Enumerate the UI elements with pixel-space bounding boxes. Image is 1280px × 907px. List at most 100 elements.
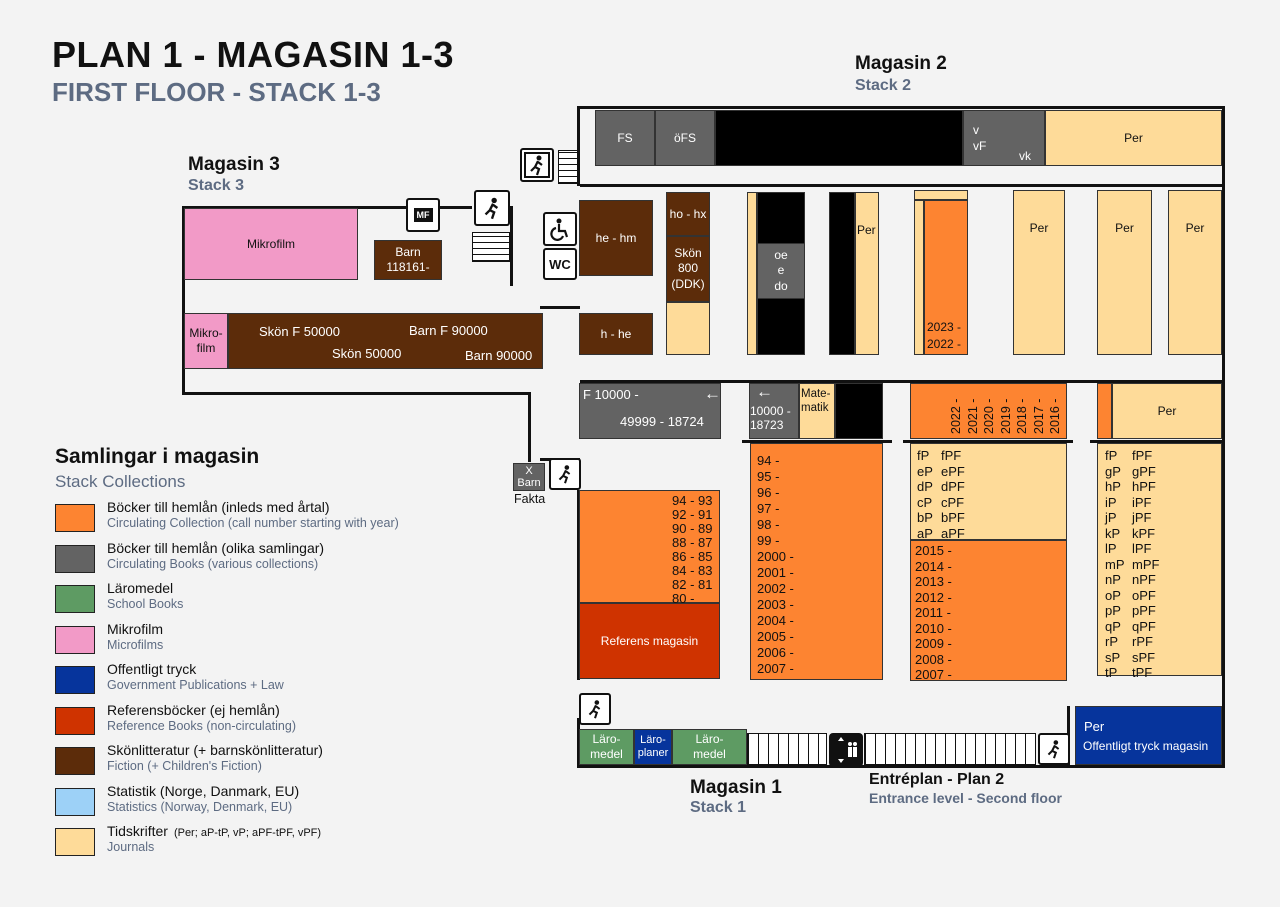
zone-title-magasin-2: Magasin 2 — [855, 53, 947, 74]
shelf-ho-hx: ho - hx — [666, 192, 710, 236]
legend-item-subtitle: Circulating Books (various collections) — [107, 556, 319, 571]
shelf-v-vf: v vF vk — [963, 110, 1045, 166]
legend-swatch — [55, 585, 95, 613]
shelf-black-top — [715, 110, 963, 166]
arrow-left-icon: ← — [756, 382, 773, 401]
shelf-laromedel-1: Läro- medel — [579, 729, 634, 765]
legend-item-title: Böcker till hemlån (olika samlingar) — [107, 539, 325, 556]
emergency-exit-icon — [474, 190, 510, 226]
legend-item-title: Mikrofilm — [107, 620, 163, 637]
label-fakta: Fakta — [514, 492, 546, 506]
shelf-journals-cap — [914, 190, 968, 200]
stairs-bottom-right — [864, 733, 1036, 765]
shelf-skon-800: Skön 800 (DDK) — [666, 236, 710, 302]
label-years-94-2007: 94 - 95 - 96 - 97 - 98 - 99 - 2000 - 200… — [757, 453, 794, 676]
legend-swatch — [55, 504, 95, 532]
zone-subtitle-stack-3: Stack 3 — [188, 177, 245, 194]
shelf-years-2022-2016: 2022 -2021 -2020 -2019 -2018 -2017 -2016… — [910, 383, 1067, 439]
label-offentligt-tryck-magasin: Offentligt tryck magasin — [1083, 739, 1209, 753]
shelf-skon-barn: Skön F 50000 Barn F 90000 Skön 50000 Bar… — [228, 313, 543, 369]
legend-swatch — [55, 625, 95, 654]
shelf-per-1: Per — [1013, 190, 1065, 355]
shelf-per-3: Per — [1168, 190, 1222, 355]
legend-item-title: Statistik (Norge, Danmark, EU) — [107, 782, 300, 799]
year-label: 2020 - — [982, 398, 996, 434]
shelf-ofs: öFS — [655, 110, 715, 166]
shelf-fp-apf: fP eP dP cP bP aP fPF ePF dPF cPF bPF aP… — [910, 443, 1067, 541]
zone-subtitle-stack-1: Stack 1 — [690, 799, 747, 816]
shelf-per-row3: Per — [1112, 383, 1222, 439]
legend-item-title: Skönlitteratur (+ barnskönlitteratur) — [107, 742, 323, 758]
label-barn-f-90000: Barn F 90000 — [409, 323, 488, 338]
shelf-2015-2007: 2015 - 2014 - 2013 - 2012 - 2011 - 2010 … — [910, 540, 1067, 682]
zone-title-magasin-3: Magasin 3 — [188, 154, 280, 175]
legend-item-subtitle: Journals — [107, 840, 155, 854]
label-vk: vk — [1019, 149, 1031, 163]
label-per: Per — [857, 223, 876, 237]
page-title: PLAN 1 - MAGASIN 1-3 — [52, 34, 455, 75]
shelf-laroplaner: Läro- planer — [634, 729, 672, 765]
label-fp-col2: fPF ePF dPF cPF bPF aPF — [941, 448, 965, 541]
legend-item-subtitle: Circulating Collection (call number star… — [107, 516, 399, 530]
label-per-offentligt: Per — [1084, 719, 1105, 734]
year-label: 2016 - — [1048, 398, 1062, 434]
shelf-offentligt-tryck: Per Offentligt tryck magasin — [1075, 706, 1222, 765]
label-2023-2022: 2023 - 2022 - — [927, 320, 962, 351]
emergency-exit-icon — [549, 458, 581, 490]
stairs-bottom-left — [747, 733, 827, 765]
mf-label: MF — [413, 208, 433, 222]
shelf-referens-magasin: Referens magasin — [579, 603, 720, 679]
stairs-mid — [472, 232, 510, 262]
legend-item-title: Läromedel — [107, 580, 174, 596]
shelf-h-he: h - he — [579, 313, 653, 355]
label-nums-94-80: 94 - 93 92 - 91 90 - 89 88 - 87 86 - 85 … — [672, 493, 713, 606]
legend-item-note: (Per; aP-tP, vP; aPF-tPF, vPF) — [173, 827, 322, 839]
label-p-col1: fP gP hP iP jP kP lP mP nP oP pP qP rP s… — [1105, 448, 1125, 680]
shelf-x-barn: X Barn — [513, 463, 545, 491]
legend-item-subtitle: Microfilms — [107, 637, 164, 652]
shelf-black-row3 — [835, 383, 883, 439]
label-skon-f-50000: Skön F 50000 — [259, 324, 340, 339]
shelf-per-2: Per — [1097, 190, 1152, 355]
emergency-exit-icon — [520, 148, 554, 182]
shelf-fs: FS — [595, 110, 655, 166]
stairs-top — [558, 150, 578, 184]
arrow-left-icon: ← — [704, 384, 721, 403]
legend-swatch — [55, 544, 95, 573]
wheelchair-accessible-icon — [543, 212, 577, 246]
legend-item-subtitle: Fiction (+ Children's Fiction) — [107, 759, 262, 773]
legend-swatch — [55, 828, 95, 856]
shelf-journals-side — [914, 200, 924, 355]
shelf-he-hm: he - hm — [579, 200, 653, 276]
shelf-10000-18723: ← 10000 - 18723 — [749, 382, 799, 439]
zone-title-magasin-1: Magasin 1 — [690, 777, 782, 798]
year-label: 2021 - — [965, 398, 980, 434]
shelf-per-mid: Per — [855, 192, 879, 355]
elevator-icon — [829, 733, 863, 767]
shelf-oe-e-do: oe e do — [757, 243, 805, 299]
shelf-journals-thin — [747, 192, 757, 355]
year-label: 2017 - — [1031, 398, 1046, 434]
zone-title-entrance: Entréplan - Plan 2 — [869, 771, 1005, 788]
legend-swatch — [55, 666, 95, 694]
legend-swatch — [55, 706, 95, 735]
shelf-matematik: Mate- matik — [799, 383, 835, 439]
shelf-mikrofilm-small: Mikro- film — [184, 313, 228, 369]
shelf-black-mid2 — [829, 192, 855, 355]
shelf-fp-tp: fP gP hP iP jP kP lP mP nP oP pP qP rP s… — [1097, 443, 1222, 680]
label-barn-90000: Barn 90000 — [465, 348, 533, 363]
shelf-journals-a — [666, 302, 710, 355]
label-p-col2: fPF gPF hPF iPF jPF kPF lPF mPF nPF oPF … — [1132, 448, 1160, 680]
legend-item-title: Offentligt tryck — [107, 661, 197, 677]
wc-icon: WC — [543, 248, 577, 280]
legend-item-subtitle: Reference Books (non-circulating) — [107, 718, 296, 733]
label-fp-col1: fP eP dP cP bP aP — [917, 448, 933, 541]
legend-item-title: Tidskrifter(Per; aP-tP, vP; aPF-tPF, vPF… — [107, 823, 322, 839]
legend-title: Samlingar i magasin — [55, 445, 260, 468]
legend-item-title: Böcker till hemlån (inleds med årtal) — [107, 499, 330, 515]
page-subtitle: FIRST FLOOR - STACK 1-3 — [52, 77, 381, 107]
shelf-barn-118161: Barn 118161- — [374, 240, 442, 280]
shelf-orange-small — [1097, 383, 1112, 439]
legend-item-subtitle: Statistics (Norway, Denmark, EU) — [107, 799, 293, 814]
label-10000-18723: 10000 - 18723 — [750, 404, 791, 432]
